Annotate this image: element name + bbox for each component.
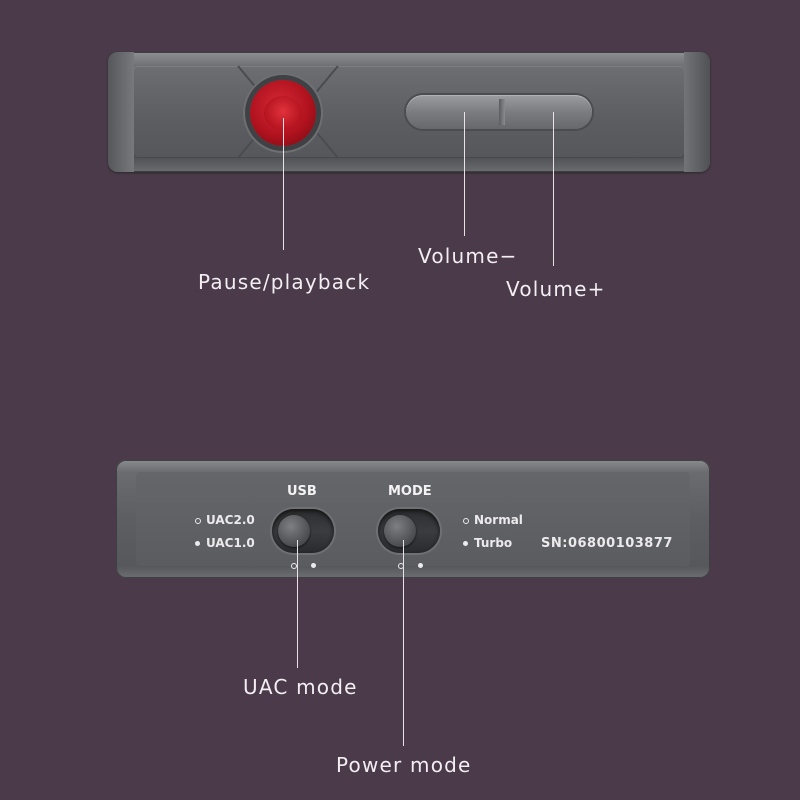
volume-down-button[interactable] [406, 95, 499, 129]
volume-up-button[interactable] [505, 95, 598, 129]
usb-option-uac2: UAC2.0 [206, 513, 255, 527]
label-power-mode: Power mode [336, 753, 472, 777]
position-dot [418, 563, 423, 568]
bevel-left [108, 52, 134, 172]
callout-line-uac [297, 540, 298, 668]
callout-line-vol-up [553, 112, 554, 266]
option-dot [463, 541, 468, 546]
switch-knob[interactable] [278, 515, 310, 547]
label-volume-up: Volume+ [506, 277, 606, 301]
switch-knob[interactable] [384, 515, 416, 547]
option-dot [195, 518, 201, 524]
serial-number: SN:06800103877 [541, 536, 673, 551]
option-dot [463, 518, 469, 524]
volume-rocker [406, 95, 592, 129]
option-dot [195, 541, 200, 546]
label-uac-mode: UAC mode [243, 675, 358, 699]
mode-header: MODE [388, 484, 432, 499]
usb-option-uac1: UAC1.0 [206, 536, 255, 550]
usb-header: USB [287, 484, 317, 499]
mode-option-normal: Normal [474, 513, 523, 527]
callout-line-power [403, 540, 404, 746]
player-side-view [108, 52, 710, 172]
mode-option-turbo: Turbo [474, 536, 513, 550]
label-volume-down: Volume− [418, 244, 518, 268]
label-pause-playback: Pause/playback [198, 270, 371, 294]
power-mode-switch[interactable] [378, 509, 440, 553]
position-dot [311, 563, 316, 568]
callout-line-vol-down [464, 112, 465, 236]
callout-line-pause [283, 118, 284, 250]
position-dot [291, 563, 297, 569]
bevel-right [684, 52, 710, 172]
rocker-divider [499, 99, 505, 125]
usb-mode-switch[interactable] [272, 509, 334, 553]
